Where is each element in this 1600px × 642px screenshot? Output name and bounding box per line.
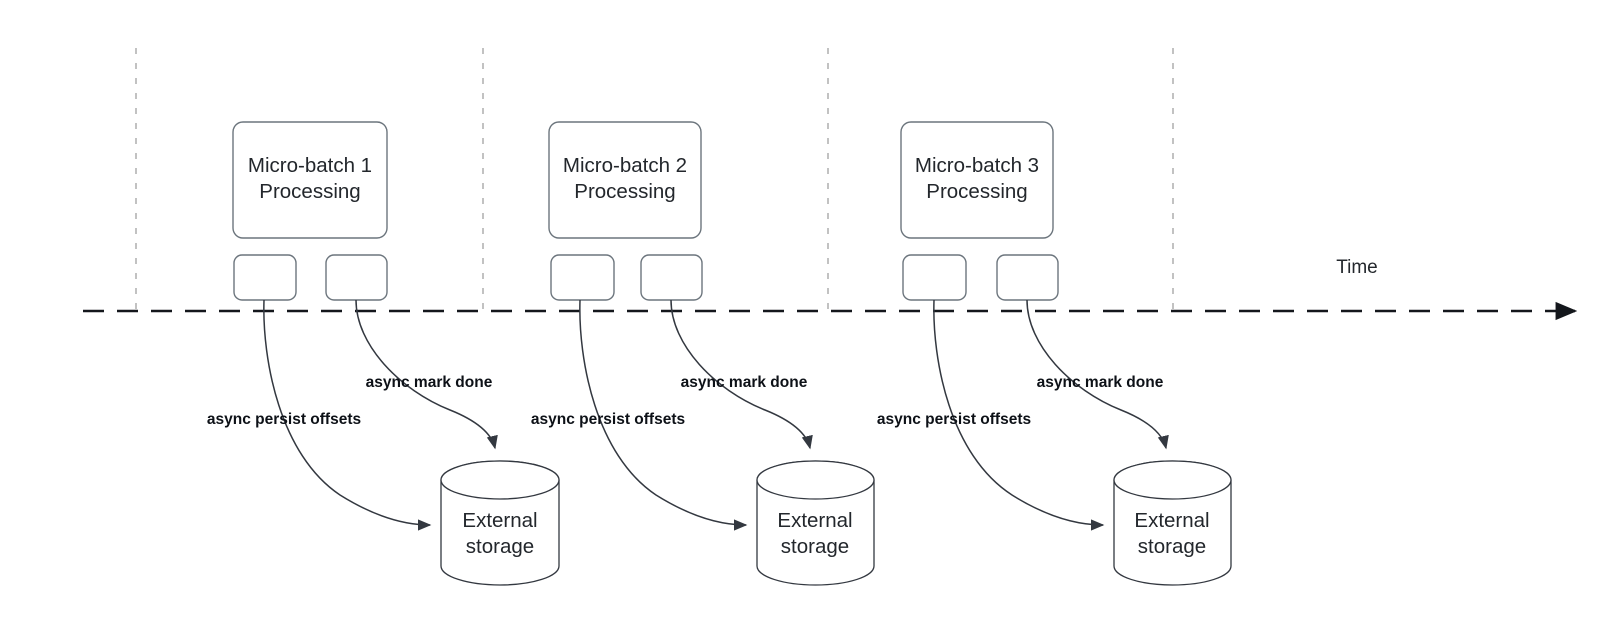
storage-1-label-line1: External [462, 509, 537, 532]
batch-1-task-right-box[interactable] [325, 254, 388, 301]
persist-offsets-edge-3 [933, 299, 1105, 531]
micro-batch-3-label-line2: Processing [926, 180, 1027, 203]
persist-offsets-edge-2 [579, 299, 748, 531]
mark-done-label-1: async mark done [366, 374, 493, 391]
external-storage-2[interactable]: External storage [756, 460, 875, 586]
storage-1-top-ellipse [440, 460, 560, 500]
batch-1-task-left-box[interactable] [233, 254, 297, 301]
storage-2-label-line1: External [777, 509, 852, 532]
micro-batch-1-box[interactable] [232, 121, 388, 239]
mark-done-edge-2 [670, 299, 813, 450]
timeline-axis: Time [83, 257, 1578, 321]
mark-done-edge-3 [1026, 299, 1169, 450]
micro-batch-2-label-line1: Micro-batch 2 [563, 154, 687, 177]
micro-batch-3-box[interactable] [900, 121, 1054, 239]
storage-2-label-line2: storage [781, 535, 849, 558]
persist-offsets-label-1: async persist offsets [207, 411, 361, 428]
persist-offsets-label-3: async persist offsets [877, 411, 1031, 428]
batch-group-2: Micro-batch 2 Processing async persist o… [531, 121, 875, 586]
micro-batch-3-label-line1: Micro-batch 3 [915, 154, 1039, 177]
micro-batch-2-box[interactable] [548, 121, 702, 239]
storage-2-top-ellipse [756, 460, 875, 500]
storage-1-label-line2: storage [466, 535, 534, 558]
batch-2-task-left-box[interactable] [550, 254, 615, 301]
time-axis-label: Time [1336, 257, 1378, 278]
external-storage-1[interactable]: External storage [440, 460, 560, 586]
storage-3-label-line1: External [1134, 509, 1209, 532]
storage-3-label-line2: storage [1138, 535, 1206, 558]
storage-3-top-ellipse [1113, 460, 1232, 500]
mark-done-label-3: async mark done [1037, 374, 1164, 391]
mark-done-edge-1 [355, 299, 498, 450]
micro-batch-1-label-line2: Processing [259, 180, 360, 203]
batch-group-3: Micro-batch 3 Processing async persist o… [877, 121, 1232, 586]
external-storage-3[interactable]: External storage [1113, 460, 1232, 586]
persist-offsets-label-2: async persist offsets [531, 411, 685, 428]
mark-done-label-2: async mark done [681, 374, 808, 391]
batch-group-1: Micro-batch 1 Processing async persist o… [207, 121, 560, 586]
micro-batch-1-label-line1: Micro-batch 1 [248, 154, 372, 177]
batch-2-task-right-box[interactable] [640, 254, 703, 301]
micro-batch-2-label-line2: Processing [574, 180, 675, 203]
persist-offsets-edge-1 [263, 299, 432, 531]
batch-3-task-left-box[interactable] [902, 254, 967, 301]
batch-3-task-right-box[interactable] [996, 254, 1059, 301]
